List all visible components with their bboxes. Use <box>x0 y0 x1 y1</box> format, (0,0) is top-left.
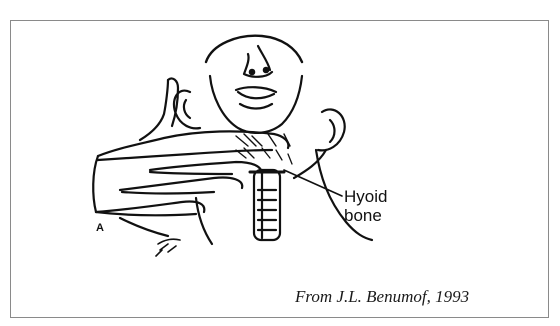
nose-icon <box>244 46 272 77</box>
head-outline <box>206 36 302 133</box>
ear-right-icon <box>318 109 345 150</box>
larynx-icon <box>250 170 284 240</box>
hyoid-leader-line <box>284 170 342 196</box>
mouth-icon <box>236 87 276 108</box>
panel-label: A <box>96 222 104 234</box>
hyoid-bone-label: Hyoid bone <box>344 187 387 225</box>
figure-citation: From J.L. Benumof, 1993 <box>295 287 469 307</box>
hyoid-label-line-1: Hyoid <box>344 187 387 206</box>
hyoid-label-line-2: bone <box>344 206 387 225</box>
hand-icon <box>93 78 288 236</box>
sleeve-cuff-icon <box>156 239 180 256</box>
